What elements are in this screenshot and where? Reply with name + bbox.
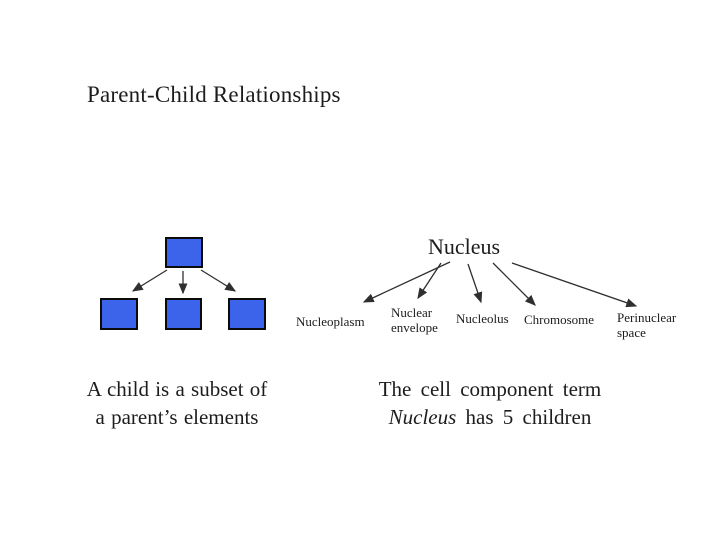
arrow-nucleus-to-nucleoplasm (362, 261, 451, 303)
child-label-nucleoplasm: Nucleoplasm (296, 314, 365, 329)
child-label-perinuclear-space: Perinuclear space (617, 310, 677, 340)
nucleus-root-label: Nucleus (428, 234, 501, 259)
tree-child-node-2 (165, 298, 202, 330)
tree-child-node-1 (100, 298, 138, 330)
arrow-nucleus-to-perinuclear-space (511, 262, 638, 308)
slide-title: Parent-Child Relationships (87, 82, 341, 107)
right-caption-line1: The cell component term (378, 377, 602, 401)
arrow-parent-to-child-3 (200, 269, 237, 292)
child-label-nucleolus: Nucleolus (456, 311, 509, 326)
tree-child-node-3 (228, 298, 266, 330)
left-caption-line2: a parent’s elements (95, 405, 259, 429)
arrow-nucleus-to-nuclear-envelope (417, 262, 442, 300)
right-diagram-caption: The cell component term Nucleus has 5 ch… (370, 375, 610, 431)
tree-parent-node (165, 237, 203, 268)
child-label-chromosome: Chromosome (524, 312, 595, 327)
left-diagram-caption: A child is a subset of a parent’s elemen… (57, 375, 297, 431)
right-caption-line2-rest: has 5 children (456, 405, 592, 429)
right-caption-nucleus-italic: Nucleus (388, 405, 457, 429)
left-caption-line1: A child is a subset of (86, 377, 268, 401)
arrow-parent-to-child-1 (131, 269, 168, 292)
child-label-nuclear-envelope: Nuclear envelope (391, 305, 438, 335)
arrow-nucleus-to-nucleolus (467, 263, 483, 304)
arrow-nucleus-to-chromosome (492, 262, 536, 306)
